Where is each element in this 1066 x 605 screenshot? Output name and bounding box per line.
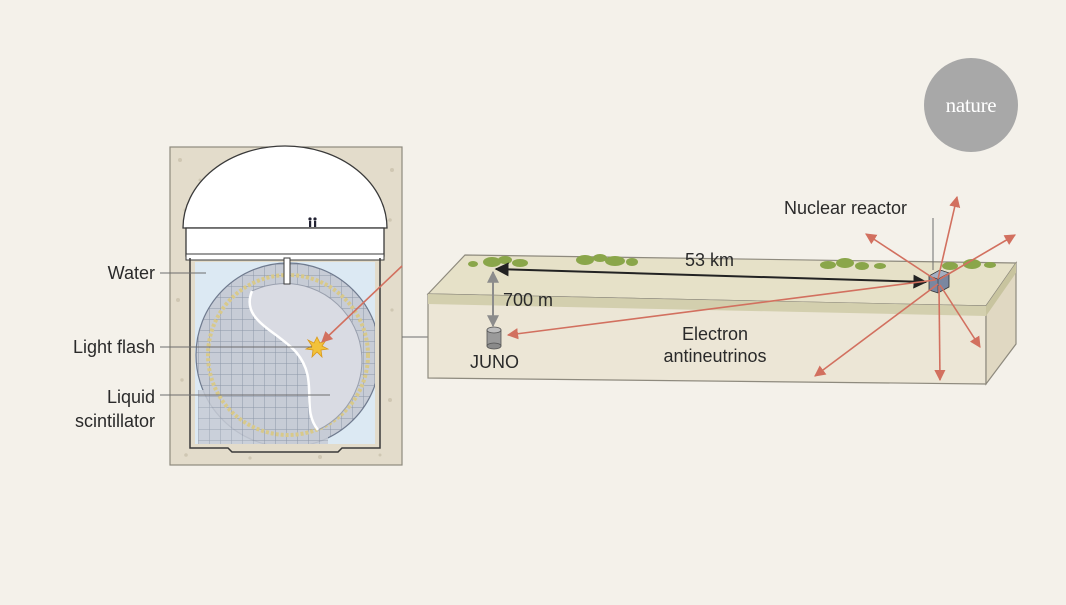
water-label: Water [107,263,155,283]
nature-logo: nature [924,58,1018,152]
soil-layer-side [986,263,1016,316]
antineutrino-arrows [506,195,1016,382]
distance-arrow [494,262,928,289]
electron-antineutrinos-label: Electron antineutrinos [663,324,767,366]
tank-wall [189,258,381,453]
dome-hall [182,145,388,229]
juno-label: JUNO [470,352,519,372]
chimney [283,257,291,285]
hall-floor [185,227,385,257]
ground-block [426,195,1018,386]
nature-logo-text: nature [945,92,997,117]
distance-label: 53 km [685,250,735,270]
juno-detector-icon [486,326,502,350]
liquid-scintillator-label: Liquid scintillator [74,387,155,431]
light-flash-label: Light flash [72,337,155,357]
nuclear-reactor-label: Nuclear reactor [784,198,908,218]
depth-label: 700 m [503,290,554,310]
rock-speckles [176,153,394,460]
antineutrino-arrow-incoming [321,265,403,343]
people-icon [308,217,317,227]
soil-layer-front [428,294,986,316]
cutaway-edge [248,290,319,431]
detector-cross-section [160,145,403,466]
